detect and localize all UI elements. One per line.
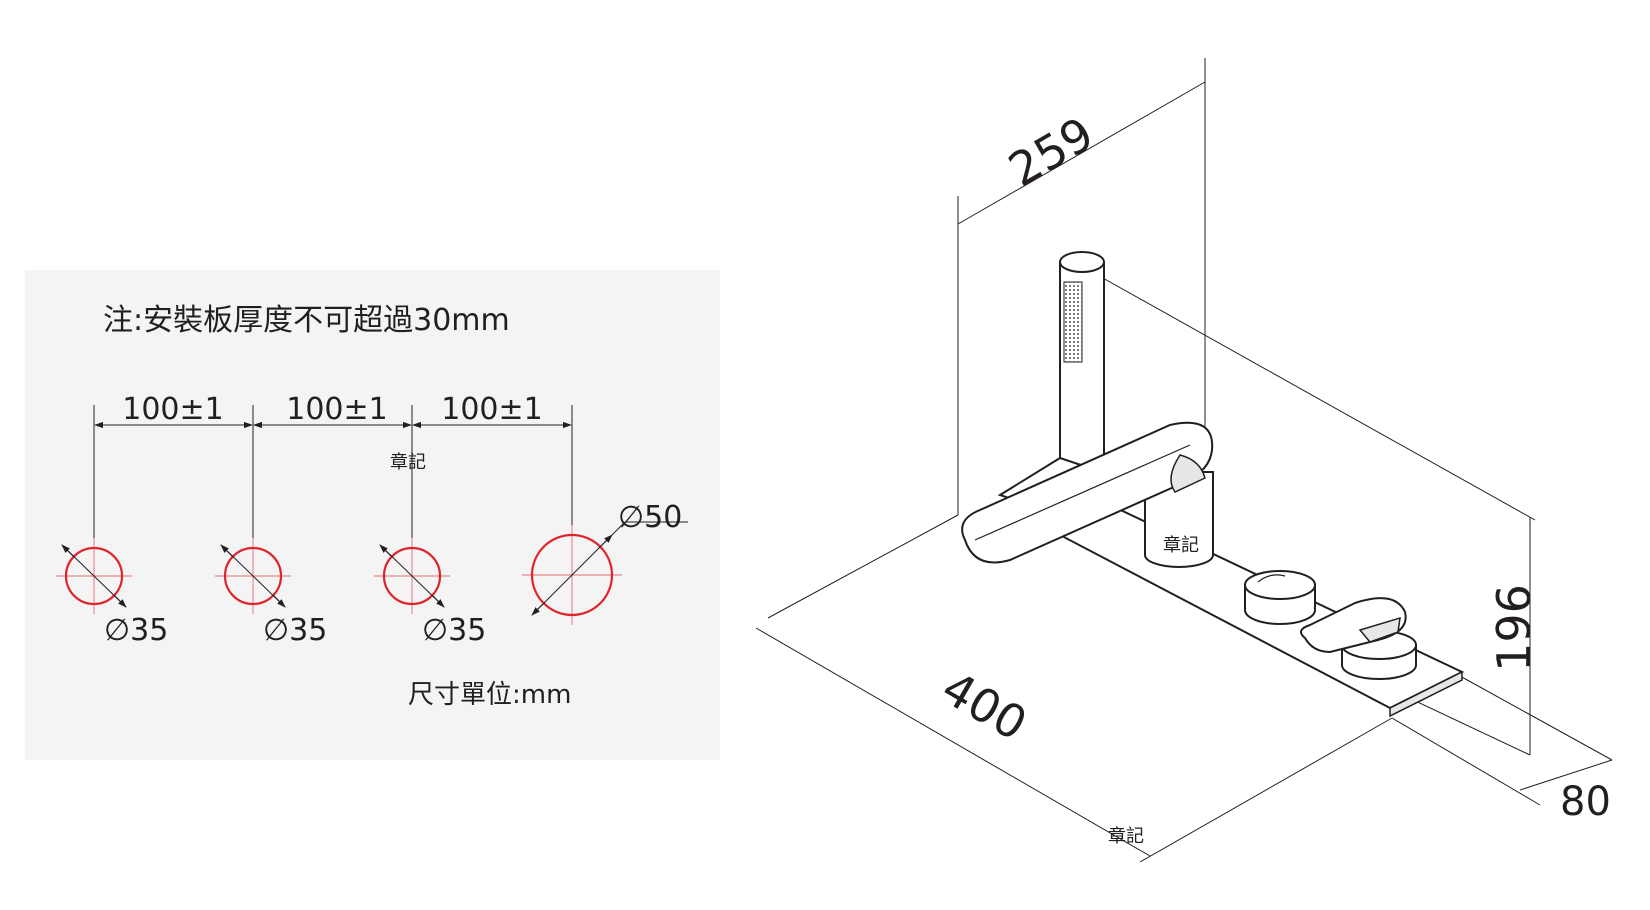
length-label: 400 [933,661,1036,752]
hole-35-1 [56,538,132,614]
diameter-label-2: ∅35 [263,613,327,648]
hole-35-2 [215,538,291,614]
spacing-label-1: 100±1 [122,392,223,427]
diverter-knob [1244,570,1316,625]
hole-50 [522,521,688,625]
spacing-label-2: 100±1 [286,392,387,427]
spacing-label-3: 100±1 [441,392,542,427]
units-note: 尺寸單位:mm [408,680,571,710]
panel-background [25,270,720,760]
diameter-label-3: ∅35 [422,613,486,648]
depth-label: 259 [999,106,1102,197]
plate-dimension: 80 [1391,675,1613,825]
plate-label: 80 [1560,779,1611,825]
installation-note: 注:安裝板厚度不可超過30mm [103,303,510,338]
mixer-handle [1300,597,1417,680]
stamp-label-spout: 章記 [1163,535,1199,556]
stamp-label-bottom: 章記 [1108,826,1144,847]
hole-layout-panel: 注:安裝板厚度不可超過30mm 100±1 100±1 100±1 章記 [25,270,720,760]
diameter-label-1: ∅35 [104,613,168,648]
diameter-label-4: ∅50 [618,500,682,535]
height-label: 196 [1487,584,1541,672]
height-dimension: 196 [1084,267,1541,756]
spout-arm [961,421,1214,564]
stamp-label: 章記 [390,452,426,473]
length-dimension: 400 章記 [755,514,1393,863]
spout-body: 章記 [1144,471,1214,568]
hole-35-3 [374,538,450,614]
isometric-view: 259 400 章記 196 80 [755,58,1613,863]
